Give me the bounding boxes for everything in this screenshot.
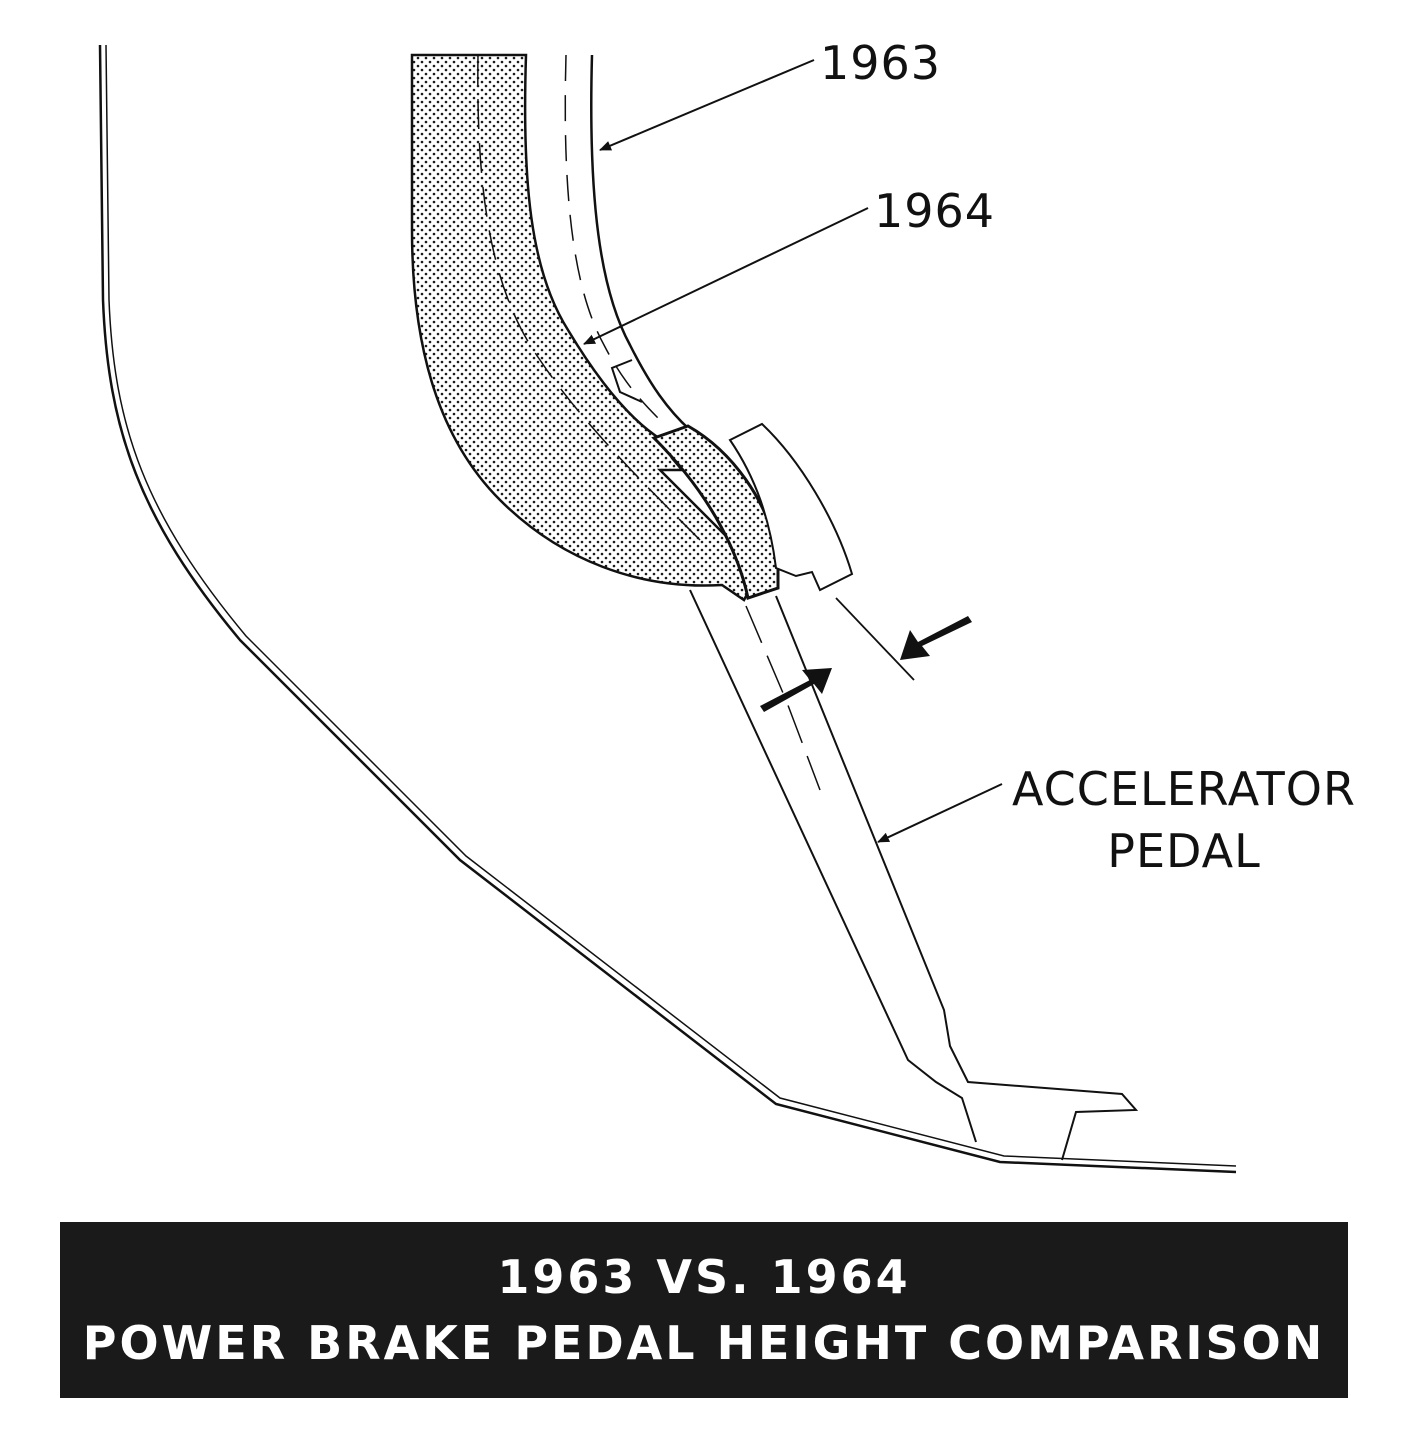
leader-1963 [599,59,815,151]
brake-pedal-1963-step [610,359,643,403]
brake-pedal-1964 [410,53,762,602]
height-reference-line-1963 [835,597,915,681]
brake-pedal-1964-centerline [477,54,701,541]
caption-subtitle: POWER BRAKE PEDAL HEIGHT COMPARISON [82,1316,1326,1370]
brake-pedal-1963 [590,54,691,431]
label-1964: 1964 [874,184,996,238]
label-1963: 1963 [820,36,942,90]
brake-pedal-1963-dashed [564,54,661,421]
label-accelerator-line2: PEDAL [1107,824,1261,878]
height-arrow-1964 [760,668,832,712]
floor-outline-inner [105,44,1237,1167]
floor-outline [98,44,1237,1174]
accelerator-pedal [689,589,977,1143]
brake-pad-1964 [651,424,780,600]
label-accelerator-line1: ACCELERATOR [1012,762,1356,816]
brake-pad-1963 [728,422,854,592]
accelerator-pedal-front [775,595,1139,1161]
caption-title: 1963 VS. 1964 [497,1250,911,1304]
caption-box: 1963 VS. 1964 POWER BRAKE PEDAL HEIGHT C… [60,1222,1348,1398]
leader-1964 [583,207,869,345]
height-reference-line-1964 [745,605,821,791]
leader-accelerator [877,783,1003,843]
height-arrow-1963 [900,616,972,660]
label-accelerator-pedal: ACCELERATOR PEDAL [1012,758,1356,882]
